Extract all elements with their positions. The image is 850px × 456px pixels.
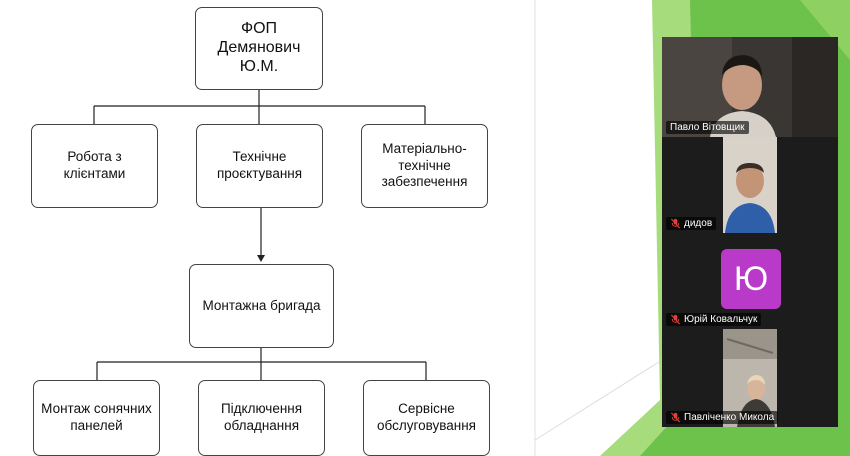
participant-name: Павло Вітовщик: [670, 122, 745, 133]
avatar-initial: Ю: [733, 259, 769, 298]
participant-tile[interactable]: Павліченко Микола: [662, 329, 838, 427]
org-node-solar-panels: Монтаж сонячних панелей: [33, 380, 160, 456]
org-node-label: Матеріально-: [382, 140, 467, 156]
org-chart-connectors: [93, 90, 427, 380]
org-node-service: Сервісне обслуговування: [363, 380, 490, 456]
org-node-engineering: Технічне проєктування: [196, 124, 323, 208]
org-node-label: Монтажна бригада: [202, 297, 321, 313]
org-node-root: ФОП Демянович Ю.М.: [195, 7, 323, 90]
participant-video: [723, 137, 777, 233]
participant-name-tag: дидов: [666, 217, 717, 230]
org-node-connection: Підключення обладнання: [198, 380, 325, 456]
participant-video: [662, 37, 838, 137]
participant-panel: Павло Вітовщик дидов Ю: [662, 37, 838, 427]
org-node-label: Технічне: [232, 149, 287, 165]
participant-name: Юрій Ковальчук: [684, 314, 758, 325]
participant-name-tag: Юрій Ковальчук: [666, 313, 762, 326]
participant-name: дидов: [684, 218, 713, 229]
org-node-label: обладнання: [223, 418, 300, 433]
mic-muted-icon: [670, 314, 681, 325]
org-node-label: проєктування: [216, 166, 303, 181]
org-node-label: забезпечення: [381, 174, 468, 190]
mic-muted-icon: [670, 412, 681, 423]
participant-video: [723, 329, 777, 427]
arrow-head: [257, 255, 265, 262]
org-node-root-line: Демянович: [217, 39, 301, 57]
org-node-label: обслуговування: [377, 418, 476, 433]
org-node-label: технічне: [398, 157, 451, 173]
org-node-label: Робота з: [67, 149, 122, 165]
mic-muted-icon: [670, 218, 681, 229]
org-node-label: клієнтами: [63, 166, 126, 181]
participant-tile[interactable]: дидов: [662, 137, 838, 233]
org-node-clients: Робота з клієнтами: [31, 124, 158, 208]
participant-tile[interactable]: Ю Юрій Ковальчук: [662, 233, 838, 329]
org-node-root-line: ФОП: [240, 20, 278, 38]
participant-name-tag: Павло Вітовщик: [666, 121, 749, 134]
participant-avatar: Ю: [721, 249, 781, 309]
participant-name-tag: Павліченко Микола: [666, 411, 779, 424]
org-node-install-team: Монтажна бригада: [189, 264, 334, 348]
org-node-label: панелей: [70, 418, 123, 433]
participant-tile[interactable]: Павло Вітовщик: [662, 37, 838, 137]
org-node-label: Підключення: [220, 401, 303, 417]
org-node-root-line: Ю.М.: [239, 57, 279, 75]
org-node-logistics: Матеріально- технічне забезпечення: [361, 124, 488, 208]
participant-name: Павліченко Микола: [684, 412, 775, 423]
org-node-label: Монтаж сонячних: [41, 401, 152, 417]
org-node-label: Сервісне: [398, 401, 455, 417]
